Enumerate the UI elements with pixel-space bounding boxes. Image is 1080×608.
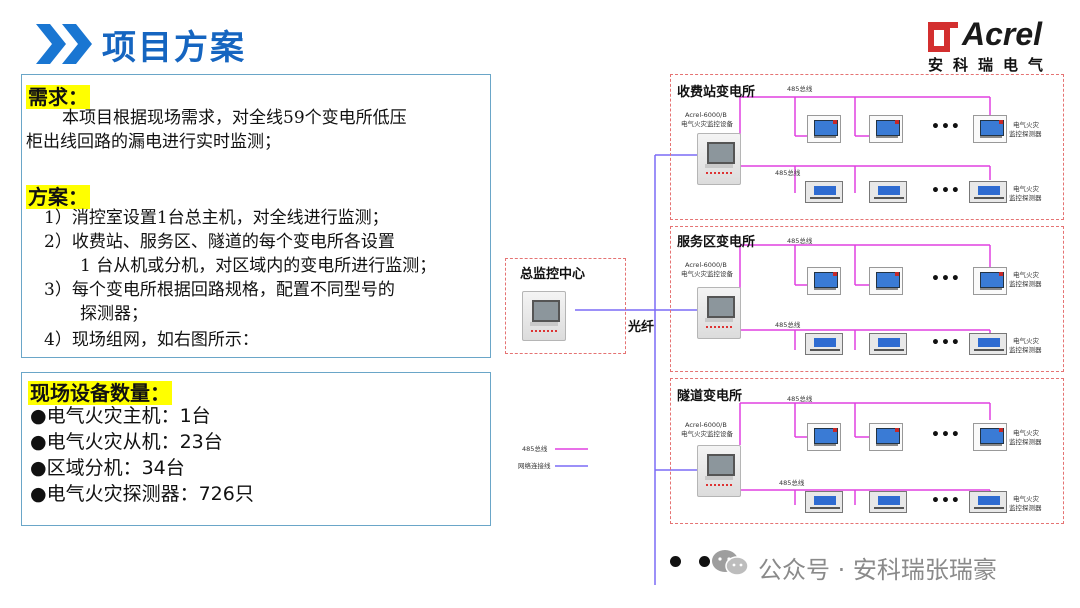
device-model: Acrel-6000/B [685,261,727,269]
detector-module [969,333,1007,355]
site-title: 服务区变电所 [677,235,756,250]
detector-meter [807,267,841,295]
detector-meter [869,267,903,295]
requirement-plan-box: 需求： 本项目根据现场需求，对全线59个变电所低压 柜出线回路的漏电进行实时监测… [21,74,491,358]
central-monitoring-box: 总监控中心 [505,258,626,354]
legend-network-label: 网络连接线 [518,462,551,470]
wechat-icon [712,550,749,576]
site-service-area: 服务区变电所 485总线 485总线 Acrel-6000/B 电气火灾监控设备… [670,226,1064,372]
detector-label-2: 监控探测器 [1009,438,1042,446]
detector-label-1: 电气火灾 [1013,495,1039,503]
acrel-logo: Acrel 安科瑞电气 [926,16,1056,74]
detector-label-2: 监控探测器 [1009,130,1042,138]
detector-label-1: 电气火灾 [1013,185,1039,193]
equipment-box: 现场设备数量： ●电气火灾主机：1台 ●电气火灾从机：23台 ●区域分机：34台… [21,372,491,526]
plan-line-5: 探测器； [80,304,148,324]
detector-meter [807,115,841,143]
equipment-heading: 现场设备数量： [28,381,172,405]
detector-module [805,333,843,355]
detector-meter [807,423,841,451]
plan-line-3: 1 台从机或分机，对区域内的变电所进行监测； [80,256,437,276]
site-tunnel: 隧道变电所 485总线 485总线 Acrel-6000/B 电气火灾监控设备 … [670,378,1064,524]
requirement-heading: 需求： [26,85,90,109]
detector-label-1: 电气火灾 [1013,429,1039,437]
bus-label-2: 485总线 [775,321,801,329]
device-model: Acrel-6000/B [685,111,727,119]
ellipsis: ••• [931,183,961,199]
plan-line-6: 4）现场组网，如右图所示： [44,330,259,350]
equipment-item-host: ●电气火灾主机：1台 [30,405,211,427]
detector-label-1: 电气火灾 [1013,337,1039,345]
plan-line-2: 2）收费站、服务区、隧道的每个变电所各设置 [44,232,395,252]
detector-meter [869,115,903,143]
legend-485-label: 485总线 [522,445,548,453]
device-model: Acrel-6000/B [685,421,727,429]
fiber-label: 光纤 [628,320,655,335]
bus-label-2: 485总线 [779,479,805,487]
bus-label-2: 485总线 [775,169,801,177]
detector-label-2: 监控探测器 [1009,346,1042,354]
device-desc: 电气火灾监控设备 [681,430,733,438]
central-host-cabinet [522,291,566,341]
plan-line-1: 1）消控室设置1台总主机，对全线进行监测； [44,208,389,228]
ellipsis: ••• [931,119,961,135]
detector-label-1: 电气火灾 [1013,121,1039,129]
detector-module [869,491,907,513]
detector-module [869,333,907,355]
detector-meter [869,423,903,451]
logo-mark-icon [928,22,958,52]
detector-meter [973,423,1007,451]
detector-label-2: 监控探测器 [1009,504,1042,512]
detector-meter [973,115,1007,143]
detector-meter [973,267,1007,295]
slave-cabinet [697,287,741,339]
requirement-line-2: 柜出线回路的漏电进行实时监测； [26,132,281,152]
requirement-line-1: 本项目根据现场需求，对全线59个变电所低压 [62,108,407,128]
detector-label-1: 电气火灾 [1013,271,1039,279]
detector-module [805,181,843,203]
device-desc: 电气火灾监控设备 [681,120,733,128]
bus-label-1: 485总线 [787,395,813,403]
device-desc: 电气火灾监控设备 [681,270,733,278]
central-monitoring-title: 总监控中心 [520,267,586,282]
site-toll-station: 收费站变电所 485总线 485总线 Acrel-6000/B 电气火灾监控设备… [670,74,1064,220]
detector-label-2: 监控探测器 [1009,194,1042,202]
ellipsis: ••• [931,427,961,443]
detector-module [869,181,907,203]
plan-line-4: 3）每个变电所根据回路规格，配置不同型号的 [44,280,395,300]
logo-subtitle: 安科瑞电气 [928,56,1054,74]
detector-module [969,491,1007,513]
footer-watermark: 公众号 · 安科瑞张瑞豪 [758,556,997,584]
equipment-item-extension: ●区域分机：34台 [30,457,185,479]
bus-label-1: 485总线 [787,237,813,245]
logo-brand: Acrel [962,16,1043,52]
page-title: 项目方案 [102,28,246,68]
bus-label-1: 485总线 [787,85,813,93]
site-title: 收费站变电所 [677,85,756,100]
ellipsis: ••• [931,335,961,351]
plan-heading: 方案： [26,185,90,209]
chevron-icon [36,24,92,64]
equipment-item-detector: ●电气火灾探测器：726只 [30,483,254,505]
detector-module [805,491,843,513]
ellipsis: ••• [931,271,961,287]
slave-cabinet [697,445,741,497]
equipment-item-slave: ●电气火灾从机：23台 [30,431,223,453]
detector-module [969,181,1007,203]
detector-label-2: 监控探测器 [1009,280,1042,288]
slave-cabinet [697,133,741,185]
ellipsis: ••• [931,493,961,509]
site-title: 隧道变电所 [677,389,743,404]
